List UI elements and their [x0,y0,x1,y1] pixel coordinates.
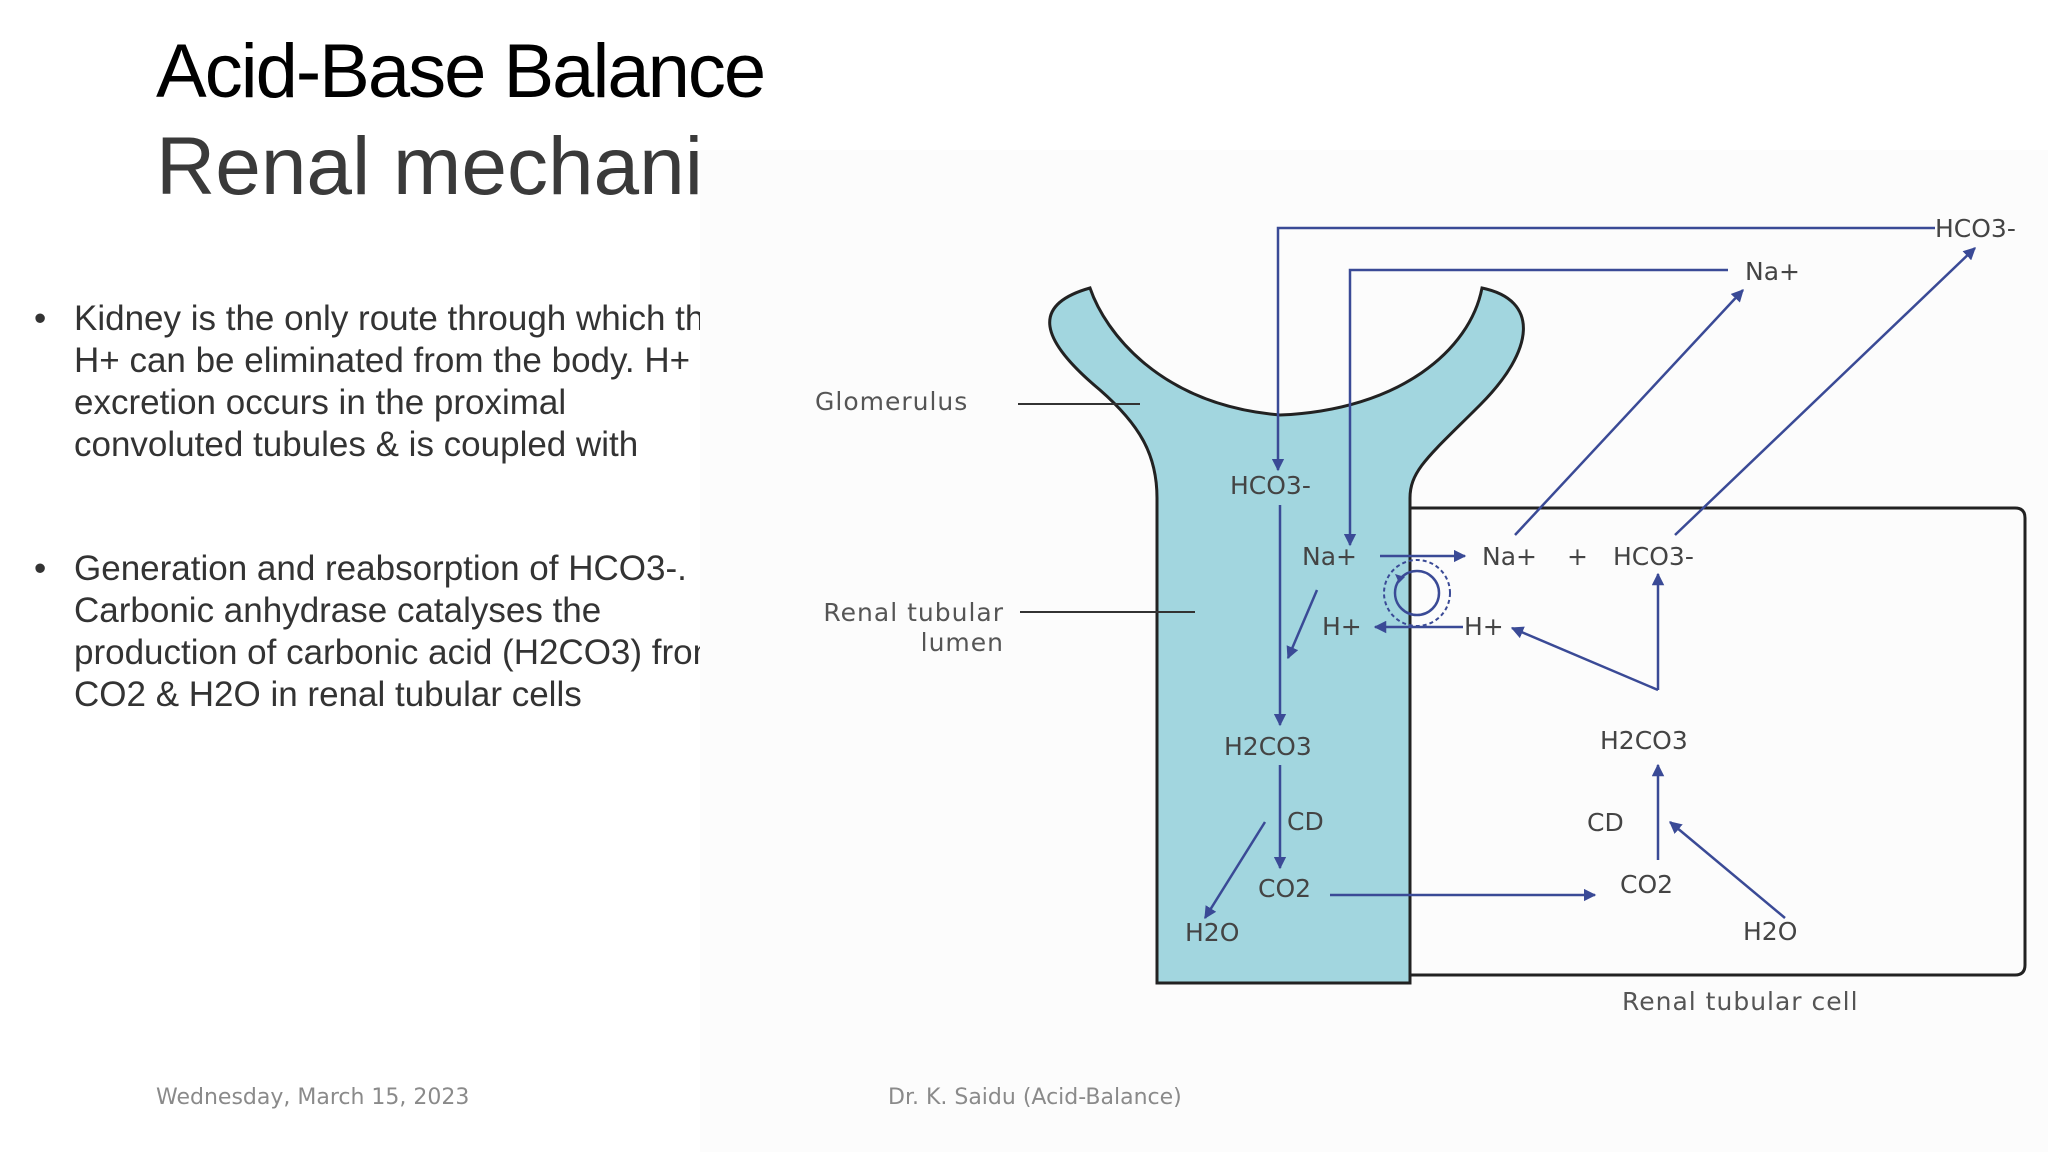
bullet-line: convoluted tubules & is coupled with [74,424,768,466]
h-lumen-label: H+ [1322,612,1362,641]
bullet-item: • Kidney is the only route through which… [34,298,768,466]
plus-sign: + [1567,542,1588,571]
bullet-line: CO2 & H2O in renal tubular cells [74,674,768,716]
hco3-to-blood-arrow [1675,248,1975,535]
bullet-marker: • [34,548,46,590]
glomerulus-label: Glomerulus [815,387,968,416]
na-lumen-label: Na+ [1302,542,1357,571]
na-blood-label: Na+ [1745,257,1800,286]
h2co3-cell-label: H2CO3 [1600,726,1688,755]
exchanger-icon [1384,560,1450,626]
bullet-list: • Kidney is the only route through which… [34,298,768,798]
bullet-line: Generation and reabsorption of HCO3-. [74,548,768,590]
h2co3-lumen-label: H2CO3 [1224,732,1312,761]
lumen-label-line1: Renal tubular [823,598,1004,627]
hco3-cell-label: HCO3- [1613,542,1694,571]
cd-lumen-label: CD [1287,807,1324,836]
footer-author: Dr. K. Saidu (Acid-Balance) [888,1085,1182,1110]
renal-tubular-cell-box [1410,508,2025,975]
lumen-label-line2: lumen [921,628,1004,657]
bullet-line: production of carbonic acid (H2CO3) from [74,632,768,674]
h2o-lumen-label: H2O [1185,918,1239,947]
h2co3-to-h-arrow [1512,628,1658,690]
bullet-line: Carbonic anhydrase catalyses the [74,590,768,632]
bullet-marker: • [34,298,46,340]
cell-label: Renal tubular cell [1622,987,1859,1016]
hco3-blood-label: HCO3- [1935,214,2016,243]
diagram-svg: Glomerulus Renal tubular lumen Renal tub… [700,150,2048,1152]
renal-mechanism-diagram: Glomerulus Renal tubular lumen Renal tub… [700,150,2048,1152]
bullet-line: H+ can be eliminated from the body. H+ [74,340,768,382]
hco3-lumen-label: HCO3- [1230,471,1311,500]
h2o-cell-label: H2O [1743,917,1797,946]
h2o-cell-arrow [1670,822,1785,918]
co2-cell-label: CO2 [1620,870,1673,899]
bullet-line: Kidney is the only route through which t… [74,298,768,340]
h-cell-label: H+ [1464,612,1504,641]
co2-lumen-label: CO2 [1258,874,1311,903]
na-to-blood-arrow [1515,290,1743,535]
slide-title: Acid-Base Balance [156,30,764,114]
bullet-line: excretion occurs in the proximal [74,382,768,424]
na-cell-label: Na+ [1482,542,1537,571]
cd-cell-label: CD [1587,808,1624,837]
bullet-item: • Generation and reabsorption of HCO3-. … [34,548,768,716]
footer-date: Wednesday, March 15, 2023 [156,1085,469,1110]
